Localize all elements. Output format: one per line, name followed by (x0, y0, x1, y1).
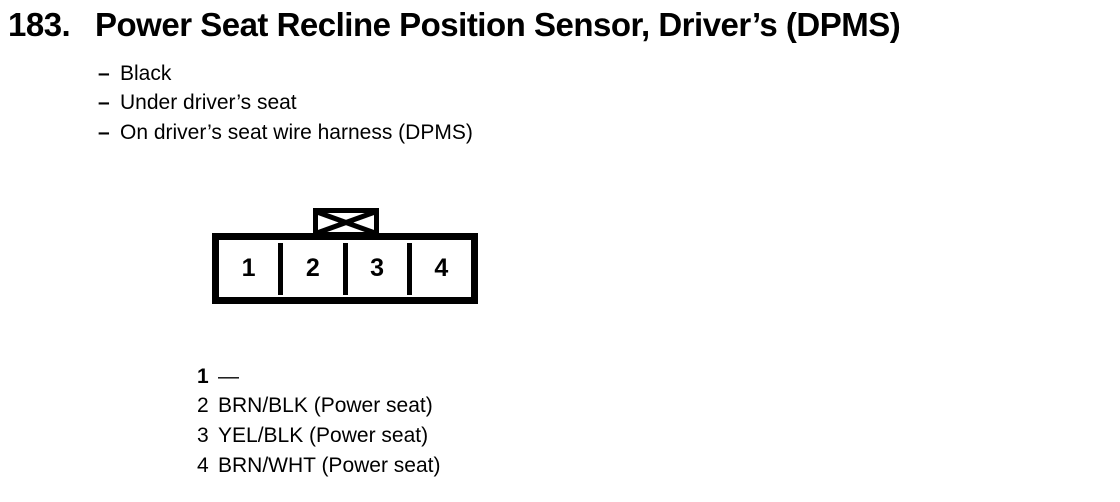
pinout-wire-label: BRN/BLK (Power seat) (218, 394, 433, 418)
connector-diagram: 1 2 3 4 (212, 208, 478, 304)
connector-latch (313, 208, 379, 237)
pinout-row: 3 YEL/BLK (Power seat) (197, 421, 440, 451)
page-title: Power Seat Recline Position Sensor, Driv… (95, 6, 901, 43)
connector-body: 1 2 3 4 (212, 233, 478, 304)
detail-item: – Black (98, 59, 473, 89)
pin-cell-number: 2 (305, 254, 320, 282)
pinout-row: 2 BRN/BLK (Power seat) (197, 392, 440, 422)
section-number: 183. (8, 6, 71, 43)
detail-item: – On driver’s seat wire harness (DPMS) (98, 118, 473, 148)
detail-item: – Under driver’s seat (98, 89, 473, 119)
pinout-wire-label: — (218, 364, 239, 388)
detail-item-label: Black (120, 61, 172, 85)
pin-cell-number: 3 (370, 254, 385, 282)
connector-pin-cell: 3 (342, 242, 407, 295)
pinout-wire-label: YEL/BLK (Power seat) (218, 423, 429, 447)
pinout-wire-label: BRN/WHT (Power seat) (218, 453, 441, 477)
detail-item-label: Under driver’s seat (120, 91, 297, 115)
connector-pin-cell: 2 (278, 242, 342, 295)
pinout-row: 4 BRN/WHT (Power seat) (197, 451, 440, 481)
bullet-dash: – (98, 91, 110, 115)
detail-list: – Black – Under driver’s seat – On drive… (98, 59, 473, 148)
connector-pin-cell: 4 (406, 242, 471, 295)
pinout-pin-number: 4 (197, 453, 209, 477)
section-heading: 183. Power Seat Recline Position Sensor,… (8, 6, 901, 44)
bullet-dash: – (98, 61, 110, 85)
bullet-dash: – (98, 120, 110, 144)
pin-cell-number: 4 (434, 254, 449, 282)
detail-item-label: On driver’s seat wire harness (DPMS) (120, 120, 473, 144)
pinout-pin-number: 2 (197, 394, 209, 418)
pinout-list: 1 — 2 BRN/BLK (Power seat) 3 YEL/BLK (Po… (197, 362, 440, 480)
pinout-pin-number: 3 (197, 423, 209, 447)
pinout-pin-number: 1 (197, 364, 209, 388)
pin-cell-number: 1 (241, 254, 256, 282)
connector-pin-cell: 1 (219, 243, 278, 295)
pinout-row: 1 — (197, 362, 440, 392)
latch-cross-icon (313, 208, 379, 237)
